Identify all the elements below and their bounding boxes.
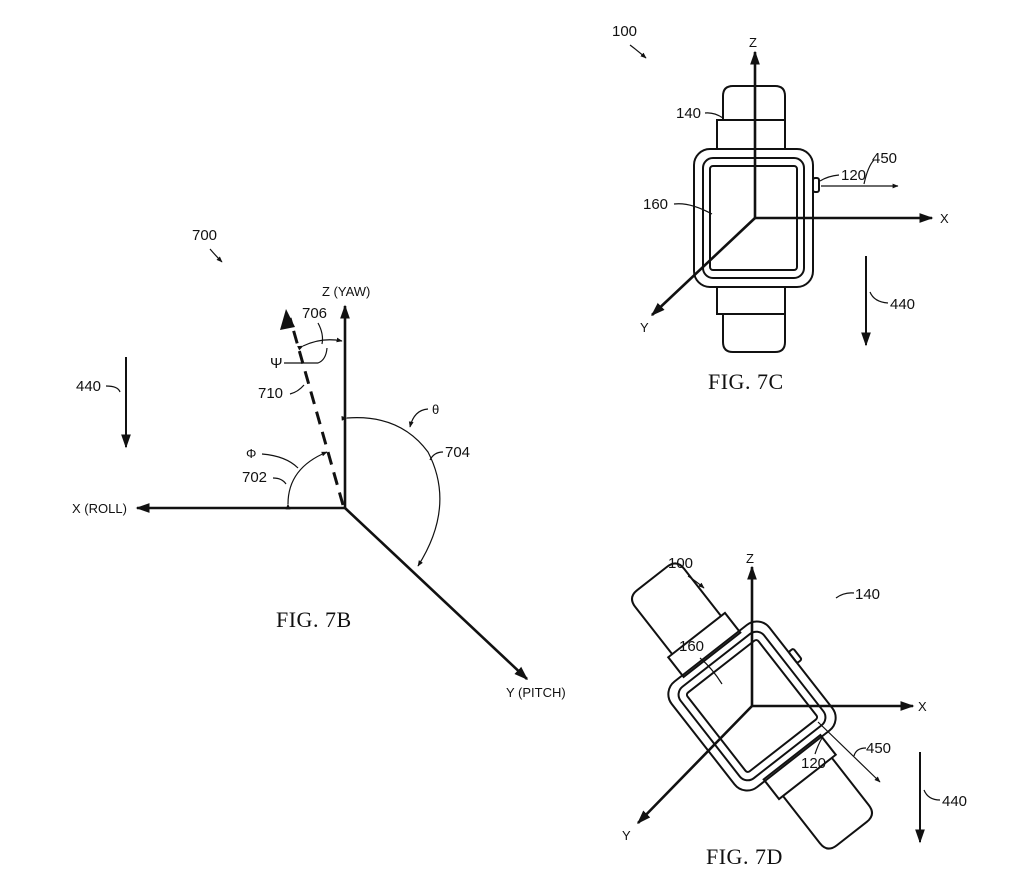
ref-140-leader [835, 592, 855, 599]
z-axis-label: Z [749, 35, 757, 50]
ref-120-label: 120 [801, 755, 826, 772]
y-pitch-label: Y (PITCH) [506, 685, 566, 700]
crown-button-120 [812, 177, 820, 193]
orientation-vector-710 [288, 317, 345, 506]
ref-160-leader [699, 657, 723, 685]
z-axis-label: Z [746, 551, 754, 566]
ref-440-label: 440 [942, 793, 967, 810]
ref-450-leader [863, 159, 875, 185]
upper-band-lug [716, 119, 786, 150]
ref-120-leader [814, 737, 823, 755]
figure-7d-caption: FIG. 7D [706, 844, 783, 869]
upper-band [631, 562, 722, 655]
ref-700-label: 700 [192, 227, 217, 244]
ref-700-leader [209, 248, 223, 263]
orientation-vector-arrowhead [280, 309, 295, 330]
figure-7d: 100 Z X Y 450 120 140 160 4 [622, 551, 967, 869]
x-axis-label: X [940, 211, 949, 226]
ref-160-label: 160 [643, 196, 668, 213]
vector-450 [817, 721, 881, 783]
ref-450-label: 450 [872, 150, 897, 167]
y-axis [637, 705, 753, 825]
ref-440-label: 440 [890, 296, 915, 313]
psi-leader [284, 347, 328, 364]
psi-symbol: Ψ [270, 355, 283, 372]
ref-440-leader [869, 291, 889, 304]
ref-706-label: 706 [302, 305, 327, 322]
ref-140-label: 140 [676, 105, 701, 122]
ref-704-label: 704 [445, 444, 470, 461]
theta-leader [408, 408, 429, 428]
lower-band [782, 757, 873, 850]
ref-140-leader [704, 112, 724, 119]
phi-leader [261, 453, 299, 469]
figure-7c: 100 Z X Y 450 120 140 160 4 [612, 23, 949, 394]
ref-450-label: 450 [866, 740, 891, 757]
watch-bezel [677, 630, 827, 782]
ref-440-leader [105, 385, 121, 393]
ref-160-label: 160 [679, 638, 704, 655]
figure-7b: 700 440 Z (YAW) X (ROLL) Y (PITCH) 706 Ψ… [72, 227, 566, 700]
x-roll-label: X (ROLL) [72, 501, 127, 516]
phi-symbol: Φ [246, 446, 256, 461]
ref-702-leader [272, 477, 287, 485]
ref-140-label: 140 [855, 586, 880, 603]
ref-100-label: 100 [612, 23, 637, 40]
theta-angle-arc [341, 416, 441, 567]
ref-100-label: 100 [668, 555, 693, 572]
z-yaw-label: Z (YAW) [322, 284, 370, 299]
watch-case [667, 620, 837, 792]
ref-120-leader [819, 174, 840, 182]
ref-450-leader [853, 747, 867, 757]
phi-angle-arc [285, 451, 328, 510]
lower-band [722, 314, 786, 353]
y-axis-label: Y [622, 828, 631, 843]
ref-440-label: 440 [76, 378, 101, 395]
figure-7b-caption: FIG. 7B [276, 607, 352, 632]
ref-160-leader [673, 203, 713, 215]
smartwatch-tilted [631, 562, 873, 850]
x-axis-label: X [918, 699, 927, 714]
lower-band-lug [762, 733, 838, 801]
upper-band-lug [666, 611, 742, 679]
y-axis-label: Y [640, 320, 649, 335]
theta-symbol: θ [432, 402, 439, 417]
y-axis [650, 217, 756, 316]
lower-band-lug [716, 286, 786, 315]
ref-440-leader [923, 789, 941, 801]
ref-710-leader [289, 384, 305, 395]
ref-702-label: 702 [242, 469, 267, 486]
ref-710-label: 710 [258, 385, 283, 402]
crown-button-120 [788, 648, 803, 664]
ref-706-leader [317, 322, 324, 345]
figure-7c-caption: FIG. 7C [708, 369, 784, 394]
y-pitch-axis [344, 507, 529, 680]
ref-120-label: 120 [841, 167, 866, 184]
ref-100-leader [629, 44, 647, 59]
ref-704-leader [429, 451, 444, 461]
watch-display-160 [685, 639, 819, 773]
